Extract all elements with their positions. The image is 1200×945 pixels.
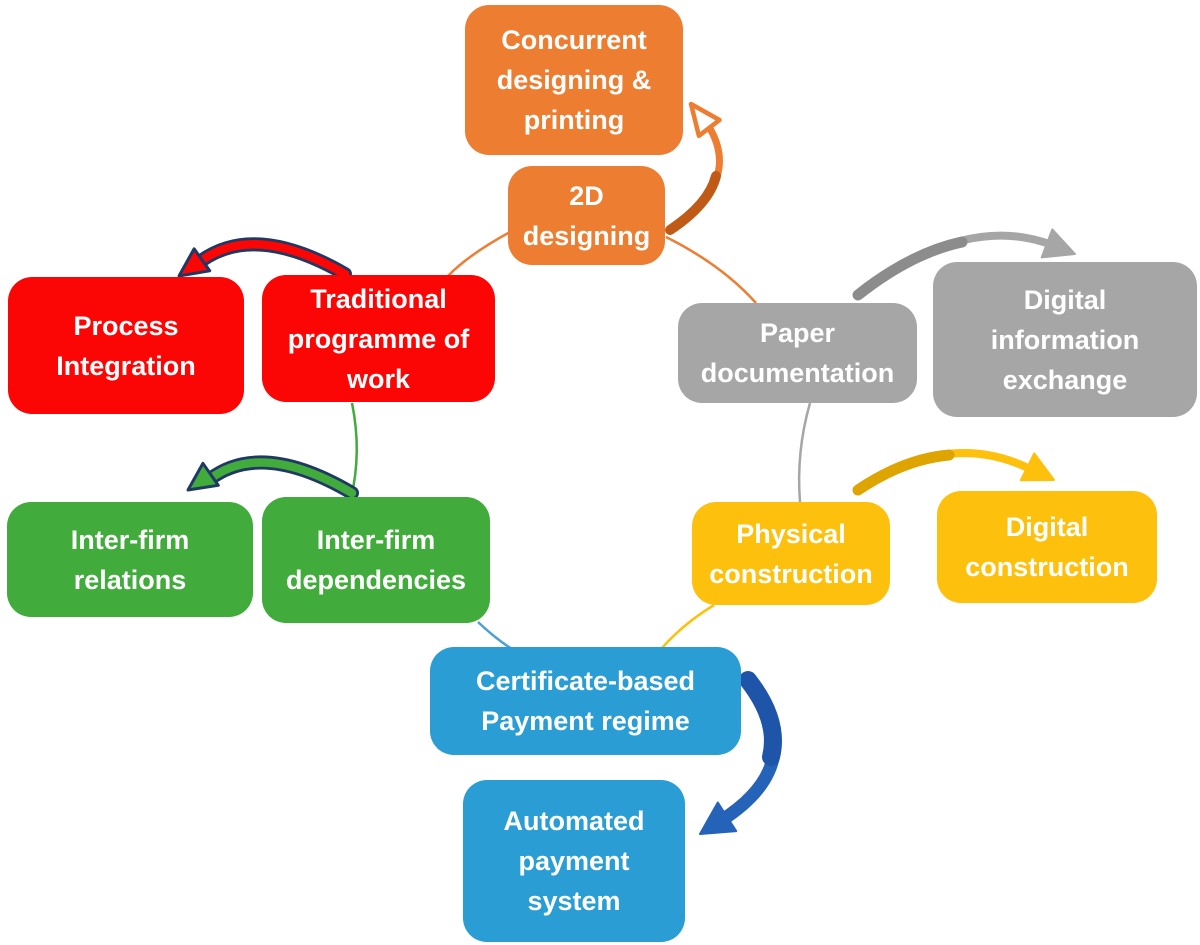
node-process-integration-label: Process Integration [56,310,196,381]
ring-link-traditional-to-dependencies [349,402,358,499]
node-physical-construction-label: Physical construction [709,518,873,589]
node-physical-construction: Physical construction [692,502,890,605]
node-automated-payment-system-label: Automated payment system [503,806,645,916]
node-certificate-based-payment: Certificate-based Payment regime [430,647,741,755]
ring-link-2d-to-traditional [447,230,511,277]
arrow-paper-to-digital-info [852,228,1076,301]
node-paper-documentation-label: Paper documentation [700,318,895,388]
arrow-physical-to-digital-construction [852,449,1055,496]
node-process-integration: Process Integration [8,277,244,414]
ring-link-2d-to-paper [665,235,757,304]
node-automated-payment-system: Automated payment system [463,780,685,942]
node-traditional-programme: Traditional programme of work [262,275,495,402]
node-certificate-based-payment-label: Certificate-based Payment regime [475,666,696,736]
node-digital-information-exchange: Digital information exchange [933,262,1197,417]
arrow-2d-to-concurrent [665,101,723,235]
arrow-traditional-to-process [177,237,352,281]
ring-link-physical-to-certificate [661,603,715,649]
node-traditional-programme-label: Traditional programme of work [287,283,470,394]
node-interfirm-relations: Inter-firm relations [7,502,253,617]
node-2d-designing-label: 2D designing [522,180,651,251]
node-interfirm-relations-label: Inter-firm relations [70,524,190,595]
ring-link-paper-to-physical [797,402,812,503]
node-concurrent-designing-printing: Concurrent designing & printing [465,5,683,155]
node-2d-designing: 2D designing [508,166,665,265]
node-concurrent-label: Concurrent designing & printing [496,25,652,135]
node-interfirm-dependencies-label: Inter-firm dependencies [285,525,467,595]
node-paper-documentation: Paper documentation [678,303,917,403]
node-digital-construction: Digital construction [937,491,1157,603]
arrow-certificate-to-automated [699,671,782,835]
arrow-dependencies-to-relations [186,455,359,500]
node-digital-construction-label: Digital construction [965,512,1129,582]
node-interfirm-dependencies: Inter-firm dependencies [262,497,490,623]
node-digital-information-exchange-label: Digital information exchange [990,284,1140,395]
ring-link-dependencies-to-certificate [477,621,513,651]
